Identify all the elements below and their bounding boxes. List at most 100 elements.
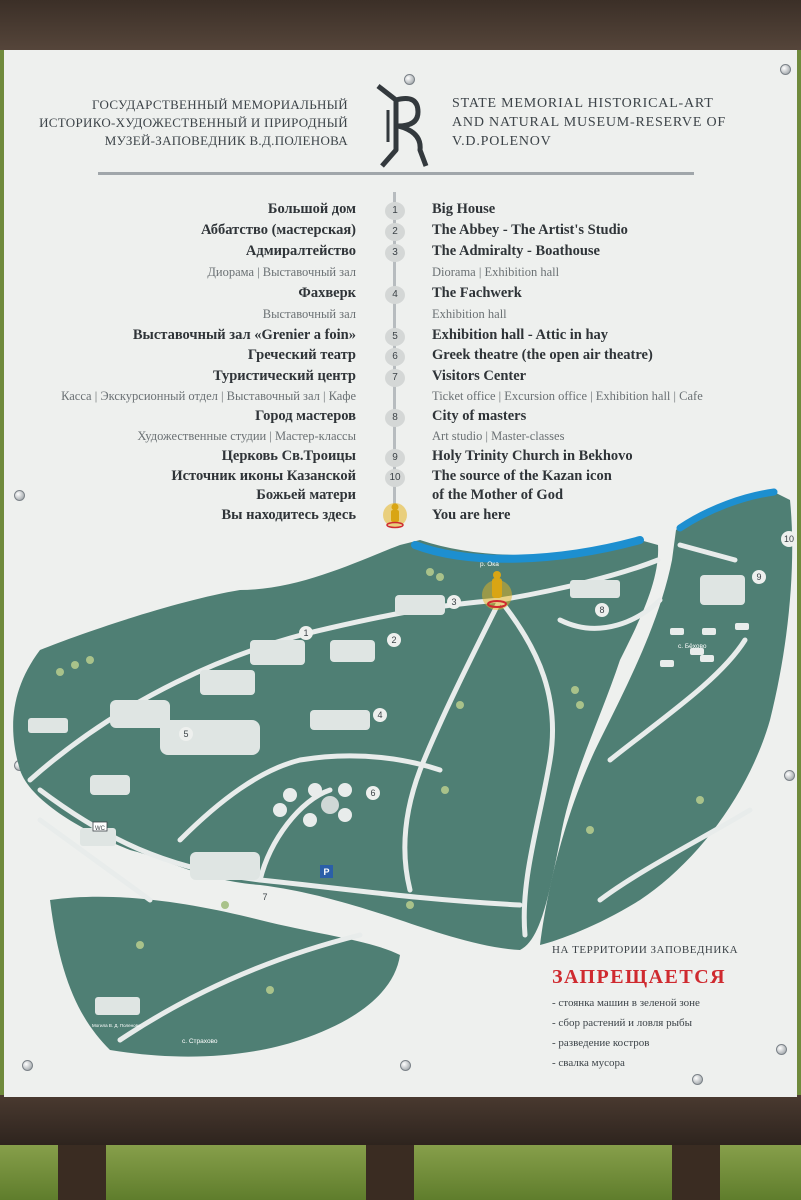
svg-text:6: 6 [370, 788, 375, 798]
legend-number-7: 7 [385, 369, 405, 387]
screw-icon [400, 1060, 411, 1071]
map-marker-8: 8 [595, 603, 609, 617]
legend-en-8-sub: Art studio | Master-classes [432, 429, 565, 443]
legend-ru-7-sub: Касса | Экскурсионный отдел | Выставочны… [61, 389, 356, 403]
you-are-here-icon [383, 503, 407, 529]
svg-text:7: 7 [262, 892, 267, 902]
legend-ru-2: Аббатство (мастерская) [201, 222, 356, 238]
screw-icon [776, 1044, 787, 1055]
museum-title-en-line: V.D.POLENOV [452, 134, 552, 149]
legend-ru-4: Фахверк [298, 285, 356, 301]
map-trees [56, 568, 704, 994]
legend-en-9: Holy Trinity Church in Bekhovo [432, 448, 633, 464]
museum-title-ru-line: МУЗЕЙ-ЗАПОВЕДНИК В.Д.ПОЛЕНОВА [104, 133, 348, 148]
river-right [676, 488, 778, 532]
screw-icon [784, 770, 795, 781]
wc-label: WC [95, 826, 106, 832]
museum-title-en-line: AND NATURAL MUSEUM-RESERVE OF [452, 115, 726, 130]
svg-text:9: 9 [756, 572, 761, 582]
map-marker-6: 6 [366, 786, 380, 800]
legend-number-10: 10 [385, 469, 405, 487]
parking-icon [320, 865, 333, 878]
legend-en-5: Exhibition hall - Attic in hay [432, 327, 609, 343]
legend-ru-5: Выставочный зал «Grenier a foin» [132, 327, 356, 343]
map-roads [27, 542, 753, 1043]
you-are-here-map-marker [482, 571, 512, 610]
oka-river [411, 536, 644, 563]
legend-en-3: The Admiralty - Boathouse [432, 243, 600, 259]
museum-title-ru-line: ИСТОРИКО-ХУДОЖЕСТВЕННЫЙ И ПРИРОДНЫЙ [39, 115, 348, 130]
legend-number-6: 6 [385, 348, 405, 366]
svg-text:8: 8 [599, 605, 604, 615]
svg-text:3: 3 [451, 597, 456, 607]
legend-ru-3: Адмиралтейство [245, 243, 356, 259]
bekhovo-houses [660, 623, 749, 667]
legend-en-7: Visitors Center [432, 368, 527, 384]
legend-number-9: 9 [385, 449, 405, 467]
prohibition-item: - стоянка машин в зеленой зоне [552, 997, 700, 1009]
legend-en-4: The Fachwerk [432, 285, 522, 301]
wc-icon [92, 821, 108, 832]
legend-ru-10-cont: Божьей матери [256, 487, 356, 503]
legend-en-2: The Abbey - The Artist's Studio [432, 222, 628, 238]
prohibition-item: - свалка мусора [552, 1057, 625, 1069]
legend-ru-1: Большой дом [267, 201, 356, 217]
map-marker-2: 2 [387, 633, 401, 647]
legend-ru-10: Источник иконы Казанской [171, 468, 356, 484]
greek-theatre-icon [273, 783, 352, 827]
legend-ru-here: Вы находитесь здесь [221, 507, 356, 523]
river-label: р. Ока [480, 561, 499, 568]
legend-en-6: Greek theatre (the open air theatre) [432, 347, 653, 363]
map-marker-4: 4 [373, 708, 387, 722]
map-marker-1: 1 [299, 626, 313, 640]
legend-ru-3-sub: Диорама | Выставочный зал [207, 265, 356, 279]
legend-number-1: 1 [385, 202, 405, 220]
legend-number-4: 4 [385, 286, 405, 304]
museum-title-ru-line: ГОСУДАРСТВЕННЫЙ МЕМОРИАЛЬНЫЙ [92, 97, 348, 112]
village-bekhovo-label: с. Бёхово [678, 643, 707, 650]
legend-number-3: 3 [385, 244, 405, 262]
legend-ru-8-sub: Художественные студии | Мастер-классы [137, 429, 356, 443]
museum-title-en: STATE MEMORIAL HISTORICAL-ART AND NATURA… [452, 94, 772, 151]
svg-text:2: 2 [391, 635, 396, 645]
sign-post-left [58, 1140, 106, 1200]
svg-text:5: 5 [183, 729, 188, 739]
svg-text:10: 10 [784, 534, 794, 544]
legend-en-here: You are here [432, 507, 511, 523]
screw-icon [780, 64, 791, 75]
legend-en-10: The source of the Kazan icon [432, 468, 612, 484]
legend-en-4-sub: Exhibition hall [432, 307, 507, 321]
prohibitions-title: ЗАПРЕЩАЕТСЯ [552, 966, 727, 988]
legend-ru-9: Церковь Св.Троицы [221, 448, 356, 464]
header-divider [98, 172, 694, 175]
legend-en-1: Big House [432, 201, 496, 217]
legend-en-10-cont: of the Mother of God [432, 487, 564, 503]
svg-text:1: 1 [303, 628, 308, 638]
museum-logo-icon [376, 84, 429, 168]
sign-post-right [672, 1140, 720, 1200]
sign-post-center [366, 1140, 414, 1200]
legend-ru-7: Туристический центр [213, 368, 356, 384]
map-main-land [13, 540, 659, 950]
legend-number-2: 2 [385, 223, 405, 241]
parking-label: P [323, 867, 329, 877]
legend-ru-8: Город мастеров [255, 408, 356, 424]
sign-frame-top [0, 0, 801, 50]
map-marker-9: 9 [752, 570, 766, 584]
legend-ru-6: Греческий театр [247, 347, 356, 363]
map-marker-10: 10 [781, 531, 797, 547]
svg-text:4: 4 [377, 710, 382, 720]
museum-title-en-line: STATE MEMORIAL HISTORICAL-ART [452, 96, 714, 111]
legend-number-5: 5 [385, 328, 405, 346]
prohibitions-heading: НА ТЕРРИТОРИИ ЗАПОВЕДНИКА [552, 944, 739, 956]
museum-title-ru: ГОСУДАРСТВЕННЫЙ МЕМОРИАЛЬНЫЙ ИСТОРИКО-ХУ… [10, 96, 348, 150]
screw-icon [22, 1060, 33, 1071]
prohibition-item: - сбор растений и ловля рыбы [552, 1017, 692, 1029]
grave-label: Могила В. Д. Поленова [92, 1023, 141, 1028]
screw-icon [404, 74, 415, 85]
sign-frame-bottom [0, 1095, 801, 1145]
legend-ru-4-sub: Выставочный зал [262, 307, 356, 321]
map-bottom-land [50, 896, 400, 1057]
screw-icon [14, 490, 25, 501]
prohibition-item: - разведение костров [552, 1037, 650, 1049]
